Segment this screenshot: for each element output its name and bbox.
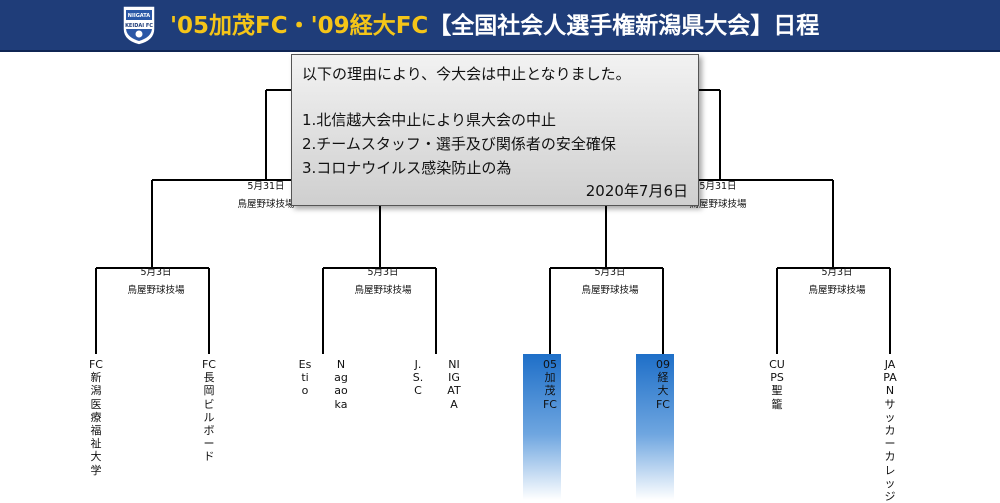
notice-date: 2020年7月6日 [585,182,688,200]
title-tournament: 【全国社会人選手権新潟県大会】日程 [428,13,820,39]
venue-label: 5月3日鳥屋野球技場 [323,264,443,300]
venue-label: 5月3日鳥屋野球技場 [96,264,216,300]
match-date: 5月3日 [821,267,853,278]
team-name: FC長岡ビルボード [201,358,216,464]
match-venue: 鳥屋野球技場 [808,285,866,296]
notice-reason-3: 3.コロナウイルス感染防止の為 [302,159,512,177]
notice-reason-1: 1.北信越大会中止により県大会の中止 [302,111,557,129]
match-venue: 鳥屋野球技場 [127,285,185,296]
venue-label: 5月3日鳥屋野球技場 [550,264,670,300]
match-date: 5月3日 [367,267,399,278]
match-venue: 鳥屋野球技場 [689,199,747,210]
cancellation-notice: 以下の理由により、今大会は中止となりました。 1.北信越大会中止により県大会の中… [291,54,699,206]
team-highlight [523,354,561,500]
logo-text-main: KEIDAI FC [125,23,153,29]
match-venue: 鳥屋野球技場 [354,285,412,296]
team-name: FC新潟医療福祉大学 [88,358,103,477]
match-venue: 鳥屋野球技場 [237,199,295,210]
logo-text-top: NIIGATA [128,13,151,19]
team-highlight [636,354,674,500]
page-title: '05加茂FC・'09経大FC【全国社会人選手権新潟県大会】日程 [170,6,819,46]
notice-reason-2: 2.チームスタッフ・選手及び関係者の安全確保 [302,135,616,153]
venue-label: 5月31日鳥屋野球技場 [206,178,326,214]
club-logo: NIIGATA KEIDAI FC [122,5,156,46]
title-team-names: '05加茂FC・'09経大FC [170,13,429,39]
match-date: 5月31日 [247,181,285,192]
header-bar: NIIGATA KEIDAI FC '05加茂FC・'09経大FC【全国社会人選… [0,0,1000,52]
team-name: CUPS聖籠 [769,358,785,411]
team-name: 05加茂FC [542,358,557,411]
notice-intro: 以下の理由により、今大会は中止となりました。 [302,65,631,83]
match-venue: 鳥屋野球技場 [581,285,639,296]
venue-label: 5月3日鳥屋野球技場 [777,264,897,300]
match-date: 5月3日 [140,267,172,278]
match-date: 5月3日 [594,267,626,278]
team-name: 09経大FC [655,358,670,411]
team-name: JAPANサッカーカレッジ [883,358,897,503]
venue-label: 5月31日鳥屋野球技場 [658,178,778,214]
match-date: 5月31日 [699,181,737,192]
